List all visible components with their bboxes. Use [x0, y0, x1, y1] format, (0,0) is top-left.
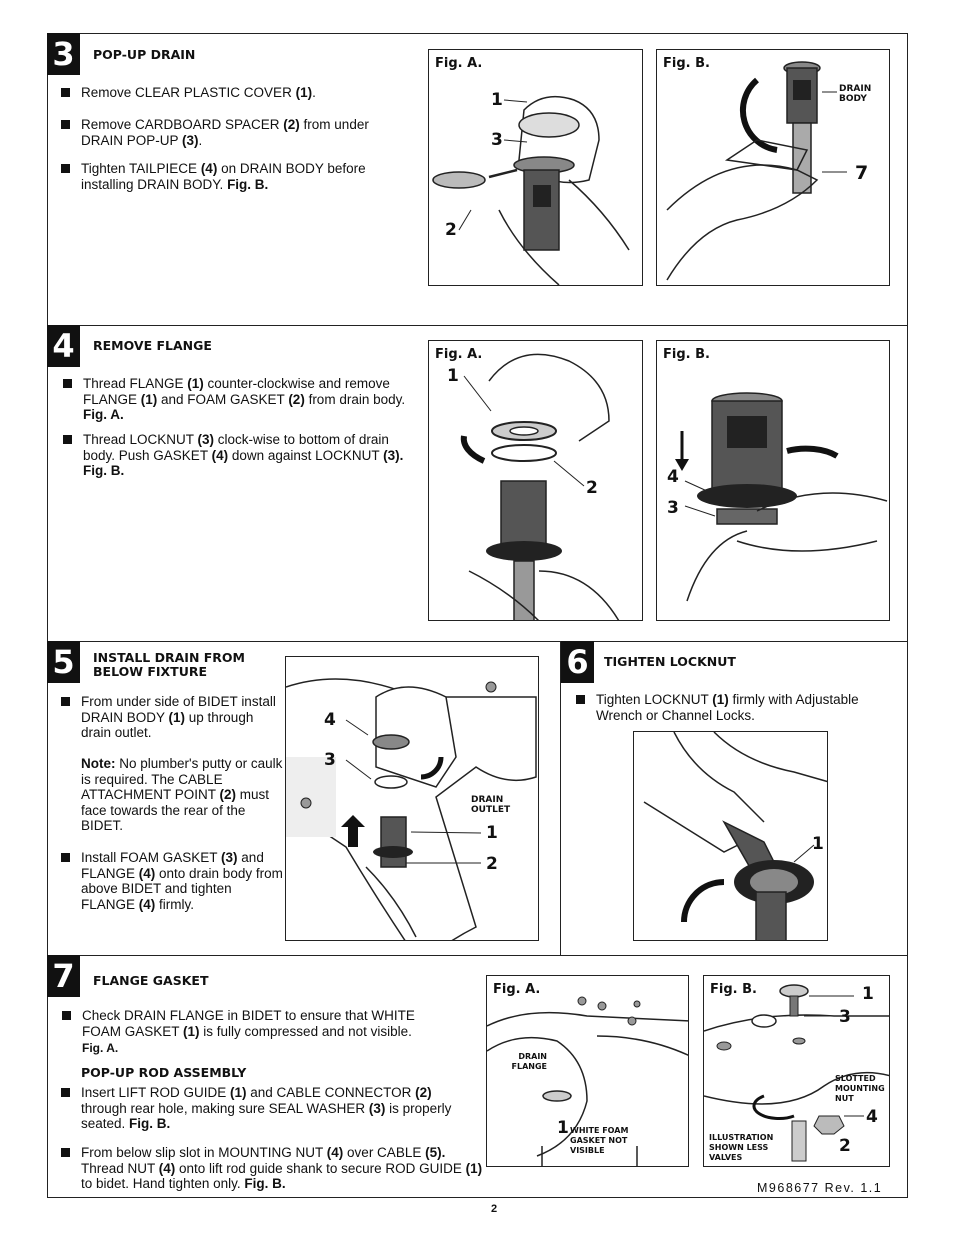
- step-4-fig-b-label: Fig. B.: [663, 347, 710, 362]
- step-7-fig-a-white-foam: WHITE FOAM GASKET NOT VISIBLE: [570, 1126, 629, 1155]
- step-7-fig-b-callout-2: 2: [839, 1136, 851, 1156]
- step-7-bullet-2: Insert LIFT ROD GUIDE (1) and CABLE CONN…: [61, 1085, 461, 1132]
- step-5-fig-callout-4: 4: [324, 710, 336, 730]
- step-7-number: 7: [47, 955, 80, 997]
- step-7-fig-a: Fig. A. DRAIN FLANGE 1 WHITE FOAM GASKET…: [486, 975, 689, 1167]
- step-7-subtitle: POP-UP ROD ASSEMBLY: [81, 1065, 247, 1080]
- step-4-fig-a-label: Fig. A.: [435, 347, 483, 362]
- step-7-fig-a-label: Fig. A.: [493, 982, 541, 997]
- step-6-fig: 1: [633, 731, 828, 941]
- step-6-fig-callout-1: 1: [812, 834, 824, 854]
- step-3-fig-a-callout-1: 1: [491, 90, 503, 110]
- step-4-fig-b-illustration: [675, 392, 888, 602]
- step-3-fig-b-illustration: [666, 61, 847, 281]
- step-3-fig-a-callout-2: 2: [445, 220, 457, 240]
- step-3-fig-b-drain-body: DRAIN BODY: [839, 84, 872, 104]
- step-3-number: 3: [47, 33, 80, 75]
- step-6-fig-illustration: [643, 732, 827, 940]
- page-frame: [47, 33, 908, 1198]
- divider-4-5: [47, 641, 908, 642]
- page-number: 2: [491, 1203, 498, 1215]
- step-7-fig-b-callout-3: 3: [839, 1007, 851, 1027]
- step-5-fig-callout-2: 2: [486, 854, 498, 874]
- step-3-title: POP-UP DRAIN: [93, 47, 196, 62]
- step-4-fig-a-callout-2: 2: [586, 478, 598, 498]
- step-5-fig-illustration: [286, 678, 537, 940]
- step-7-fig-b-callout-4: 4: [866, 1107, 878, 1127]
- divider-56-7: [47, 955, 908, 956]
- step-5-note: Note: No plumber's putty or caulk is req…: [81, 756, 283, 833]
- step-7-fig-b-label: Fig. B.: [710, 982, 757, 997]
- step-3-fig-a: Fig. A. 1 3 2: [428, 49, 643, 286]
- step-3-fig-a-label: Fig. A.: [435, 56, 483, 71]
- step-5-title: INSTALL DRAIN FROM BELOW FIXTURE: [93, 650, 245, 679]
- step-7-title: FLANGE GASKET: [93, 973, 209, 988]
- step-4-fig-a-callout-1: 1: [447, 366, 459, 386]
- step-5-fig-callout-3: 3: [324, 750, 336, 770]
- step-3-bullet-1: Remove CLEAR PLASTIC COVER (1).: [61, 85, 411, 101]
- step-6-number: 6: [561, 641, 594, 683]
- step-7-bullet-1: Check DRAIN FLANGE in BIDET to ensure th…: [62, 1008, 452, 1039]
- step-4-number: 4: [47, 325, 80, 367]
- step-5-number: 5: [47, 641, 80, 683]
- step-3-fig-b: Fig. B. DRAIN BODY 7: [656, 49, 890, 286]
- divider-5-6: [560, 641, 561, 955]
- step-5-fig: 4 3 DRAIN OUTLET 1 2: [285, 656, 539, 941]
- step-7-fig-a-callout-1: 1: [557, 1118, 569, 1138]
- step-7-bullet-3: From below slip slot in MOUNTING NUT (4)…: [61, 1145, 483, 1192]
- step-6-bullet-1: Tighten LOCKNUT (1) firmly with Adjustab…: [576, 692, 896, 723]
- step-3-fig-b-label: Fig. B.: [663, 56, 710, 71]
- step-7-fig-b-callout-1: 1: [862, 984, 874, 1004]
- step-7-bullet-1-fig: Fig. A.: [82, 1041, 119, 1055]
- step-4-fig-b-callout-3: 3: [667, 498, 679, 518]
- step-7-fig-b-slotted: SLOTTED MOUNTING NUT: [835, 1074, 885, 1103]
- step-5-fig-drain-outlet: DRAIN OUTLET: [471, 795, 511, 815]
- step-3-fig-a-illustration: [432, 95, 630, 285]
- step-3-bullet-3: Tighten TAILPIECE (4) on DRAIN BODY befo…: [61, 161, 411, 192]
- step-7-fig-b-illustration-note: ILLUSTRATION SHOWN LESS VALVES: [709, 1133, 774, 1162]
- step-7-fig-a-drain-flange: DRAIN FLANGE: [511, 1052, 547, 1071]
- revision-label: M968677 Rev. 1.1: [757, 1181, 883, 1195]
- step-4-fig-b-callout-4: 4: [667, 467, 679, 487]
- step-4-fig-a-illustration: [460, 353, 620, 620]
- step-4-bullet-2: Thread LOCKNUT (3) clock-wise to bottom …: [63, 432, 421, 479]
- step-5-bullet-2: Install FOAM GASKET (3) and FLANGE (4) o…: [61, 850, 283, 912]
- step-4-fig-a: Fig. A. 1 2: [428, 340, 643, 621]
- step-7-fig-b: Fig. B. 1 3 SLOTTED MOUNTING NUT 4 ILLUS…: [703, 975, 890, 1167]
- step-4-bullet-1: Thread FLANGE (1) counter-clockwise and …: [63, 376, 421, 423]
- step-7-fig-a-illustration: [487, 996, 688, 1166]
- step-5-fig-callout-1: 1: [486, 823, 498, 843]
- step-6-title: TIGHTEN LOCKNUT: [604, 654, 736, 669]
- divider-3-4: [47, 325, 908, 326]
- step-7-fig-b-illustration: [704, 984, 889, 1162]
- step-4-fig-b: Fig. B. 4 3: [656, 340, 890, 621]
- step-3-fig-a-callout-3: 3: [491, 130, 503, 150]
- step-4-title: REMOVE FLANGE: [93, 338, 212, 353]
- step-3-bullet-2: Remove CARDBOARD SPACER (2) from under D…: [61, 117, 411, 148]
- step-5-bullet-1: From under side of BIDET install DRAIN B…: [61, 694, 283, 741]
- step-3-fig-b-callout-7: 7: [855, 162, 869, 184]
